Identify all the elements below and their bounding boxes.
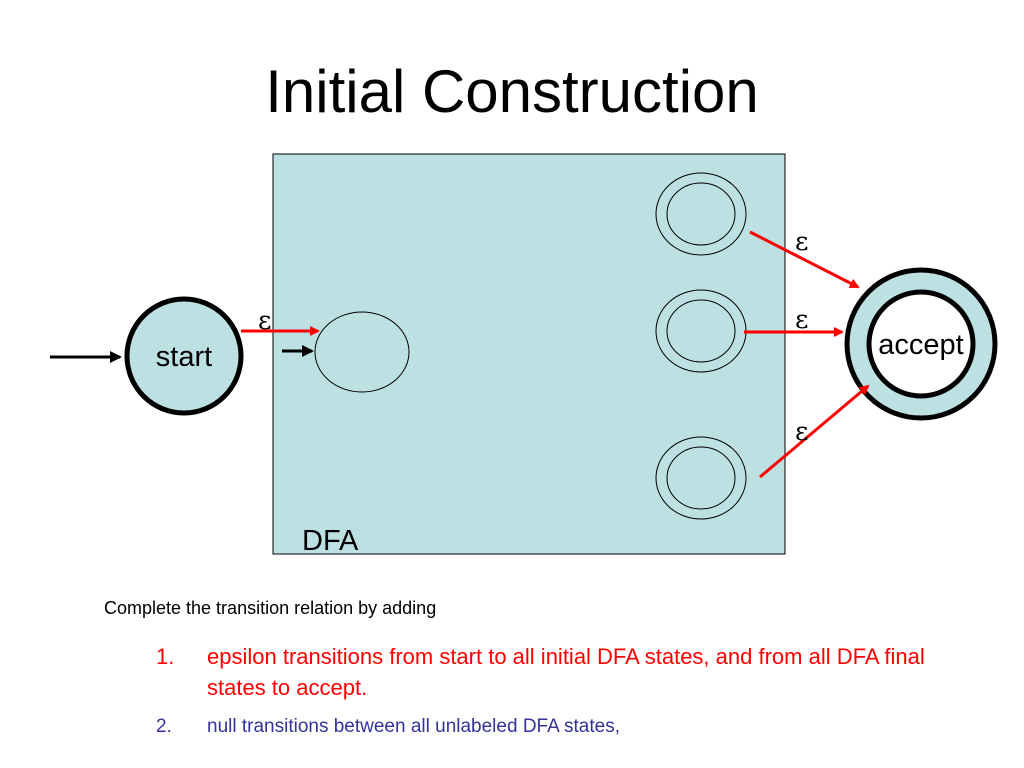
list-item-number: 2. (156, 716, 172, 737)
accept-node-inner (866, 289, 976, 399)
list-item-text: null transitions between all unlabeled D… (207, 716, 620, 737)
list-item-number: 1. (156, 644, 175, 669)
epsilon-label-final-3: ε (795, 417, 808, 447)
dfa-initial-state (314, 311, 410, 393)
list-item: 1. epsilon transitions from start to all… (156, 641, 956, 703)
slide-title: Initial Construction (265, 58, 759, 125)
epsilon-edge-final-3 (759, 384, 870, 479)
accept-node-label: accept (878, 329, 963, 361)
list-item-text: epsilon transitions from start to all in… (207, 644, 925, 700)
dfa-final-state-3-inner (666, 446, 736, 510)
start-node-label: start (156, 341, 212, 373)
intro-text: Complete the transition relation by addi… (104, 598, 437, 618)
epsilon-label-final-1: ε (795, 227, 808, 257)
list-item: 2. null transitions between all unlabele… (156, 714, 956, 740)
epsilon-label-start: ε (258, 306, 271, 336)
dfa-final-state-1-inner (666, 182, 736, 246)
dfa-label: DFA (302, 525, 359, 557)
dfa-final-state-2-inner (666, 299, 736, 363)
epsilon-label-final-2: ε (795, 305, 808, 335)
nfa-construction-diagram: DFA start ε accept ε ε ε (50, 153, 998, 557)
epsilon-edge-final-1 (749, 230, 860, 289)
start-node (124, 296, 244, 416)
